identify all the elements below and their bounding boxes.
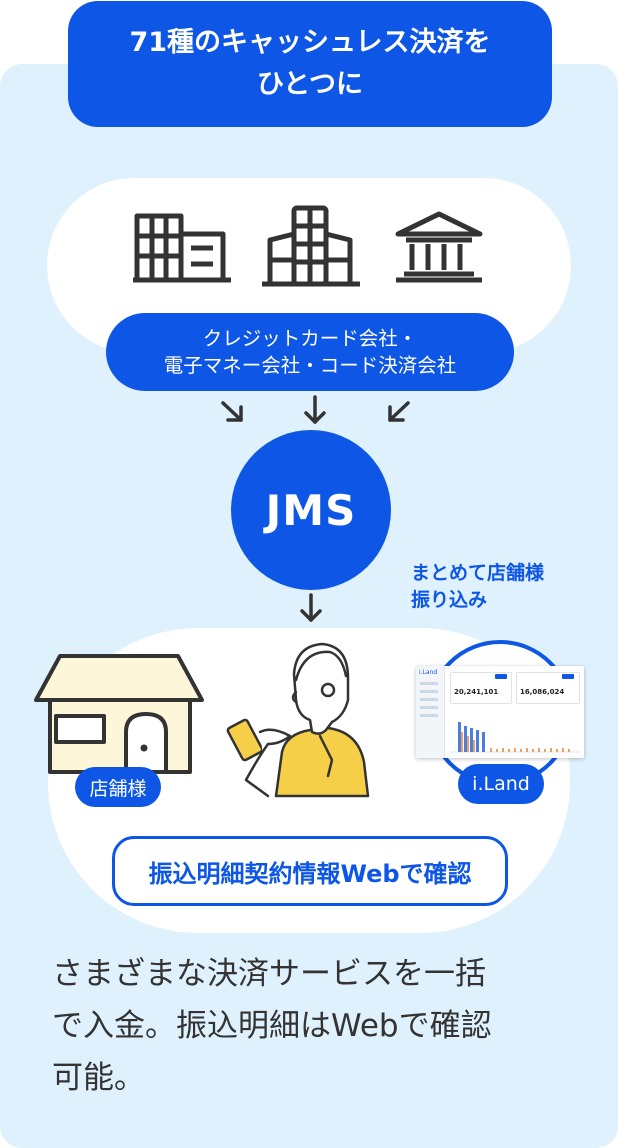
- headline-line2: ひとつに: [256, 69, 364, 100]
- headline-banner: 71種のキャッシュレス決済を ひとつに: [68, 1, 552, 127]
- companies-line1: クレジットカード会社・: [202, 327, 418, 350]
- arrow-down-icon: [304, 395, 326, 424]
- arrow-down-icon: [300, 593, 322, 622]
- iland-label: i.Land: [458, 764, 544, 804]
- office-building-icon: [133, 213, 231, 283]
- store-label: 店舗様: [75, 767, 161, 807]
- iland-dashboard-screenshot: i.Land 20,241,101 16,086,024: [416, 666, 584, 758]
- description-line1: さまざまな決済サービスを一括: [52, 956, 486, 992]
- arrow-down-right-icon: [221, 401, 243, 422]
- web-confirm-button[interactable]: 振込明細契約情報Webで確認: [112, 836, 508, 906]
- companies-line2: 電子マネー会社・コード決済会社: [163, 354, 457, 377]
- arrow-down-left-icon: [388, 401, 410, 422]
- payout-line1: まとめて店舗様: [411, 562, 545, 584]
- description-text: さまざまな決済サービスを一括 で入金。振込明細はWebで確認 可能。: [52, 948, 572, 1104]
- jms-circle: JMS: [231, 430, 391, 590]
- description-line3: 可能。: [52, 1060, 145, 1096]
- tower-building-icon: [262, 205, 360, 287]
- iland-value-a: 20,241,101: [454, 688, 499, 696]
- payment-companies-label: クレジットカード会社・ 電子マネー会社・コード決済会社: [106, 313, 514, 391]
- iland-screen-logo: i.Land: [419, 669, 438, 676]
- store-house-icon: [34, 654, 204, 774]
- description-line2: で入金。振込明細はWebで確認: [52, 1008, 492, 1044]
- iland-value-b: 16,086,024: [520, 688, 565, 696]
- bank-building-icon: [395, 211, 483, 283]
- headline-line1: 71種のキャッシュレス決済を: [129, 27, 491, 58]
- woman-with-phone-illustration: [226, 642, 370, 798]
- iland-mini-chart: [450, 722, 580, 753]
- payout-line2: 振り込み: [411, 589, 488, 611]
- payout-note: まとめて店舗様 振り込み: [411, 560, 544, 614]
